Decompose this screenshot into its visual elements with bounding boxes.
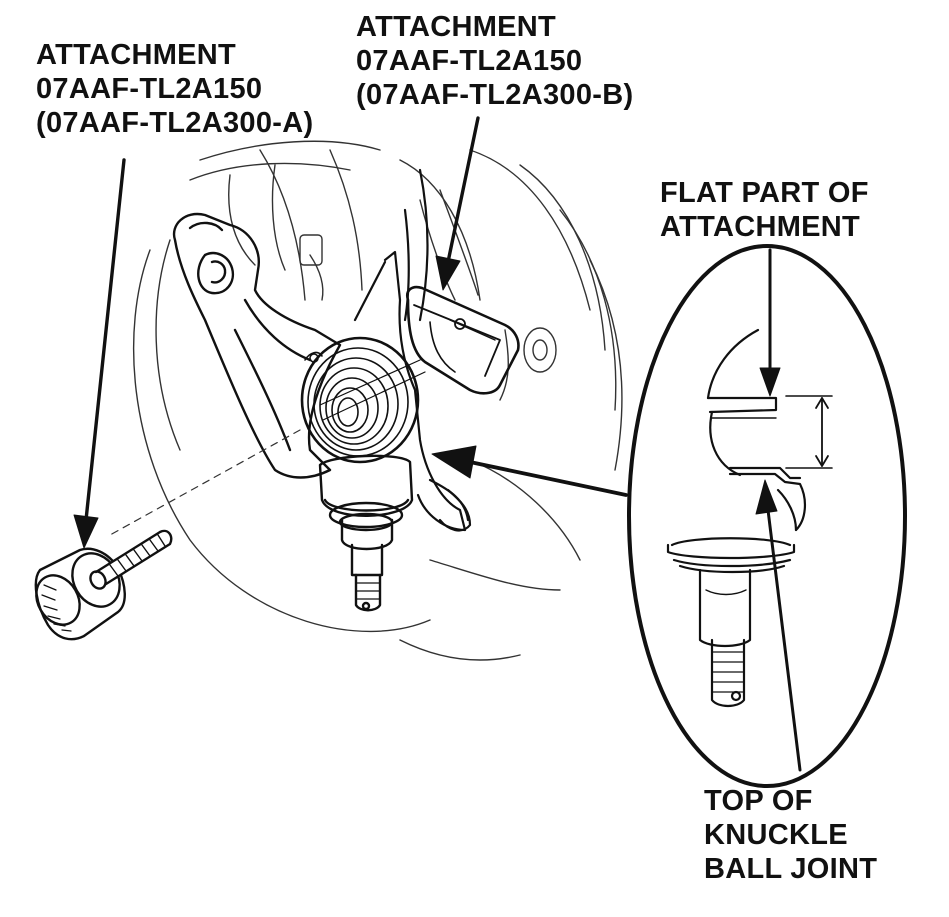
knuckle-label-line-2: KNUCKLE — [704, 819, 848, 851]
detail-interior — [666, 328, 833, 708]
attachment-a-variant: (07AAF-TL2A300-A) — [36, 107, 314, 139]
flat-part-line-1: FLAT PART OF — [660, 177, 869, 209]
attachment-a-tool — [34, 529, 173, 641]
steering-knuckle — [353, 168, 472, 532]
knuckle-label-line-1: TOP OF — [704, 785, 813, 817]
detail-arrows — [755, 248, 802, 772]
flat-part-line-2: ATTACHMENT — [660, 211, 861, 243]
knuckle-label-line-3: BALL JOINT — [704, 853, 878, 885]
flat-part-label: FLAT PART OF ATTACHMENT — [660, 176, 869, 244]
attachment-b-variant: (07AAF-TL2A300-B) — [356, 79, 634, 111]
knuckle-ball-joint-label: TOP OF KNUCKLE BALL JOINT — [704, 784, 877, 886]
attachment-a-part-number: 07AAF-TL2A150 — [36, 73, 263, 105]
attachment-b-title: ATTACHMENT — [356, 11, 557, 43]
lower-control-arm — [172, 212, 342, 479]
attachment-a-label: ATTACHMENT 07AAF-TL2A150 (07AAF-TL2A300-… — [36, 38, 313, 140]
control-arm-bushing — [300, 336, 426, 464]
ball-joint-assembly — [318, 454, 414, 612]
background-hub-outline — [133, 140, 623, 661]
attachment-b-label: ATTACHMENT 07AAF-TL2A150 (07AAF-TL2A300-… — [356, 10, 633, 112]
attachment-b-block — [406, 285, 520, 395]
callout-arrows — [73, 116, 628, 549]
attachment-b-part-number: 07AAF-TL2A150 — [356, 45, 583, 77]
attachment-a-title: ATTACHMENT — [36, 39, 237, 71]
detail-view — [627, 244, 907, 788]
install-axis-line — [109, 429, 301, 536]
